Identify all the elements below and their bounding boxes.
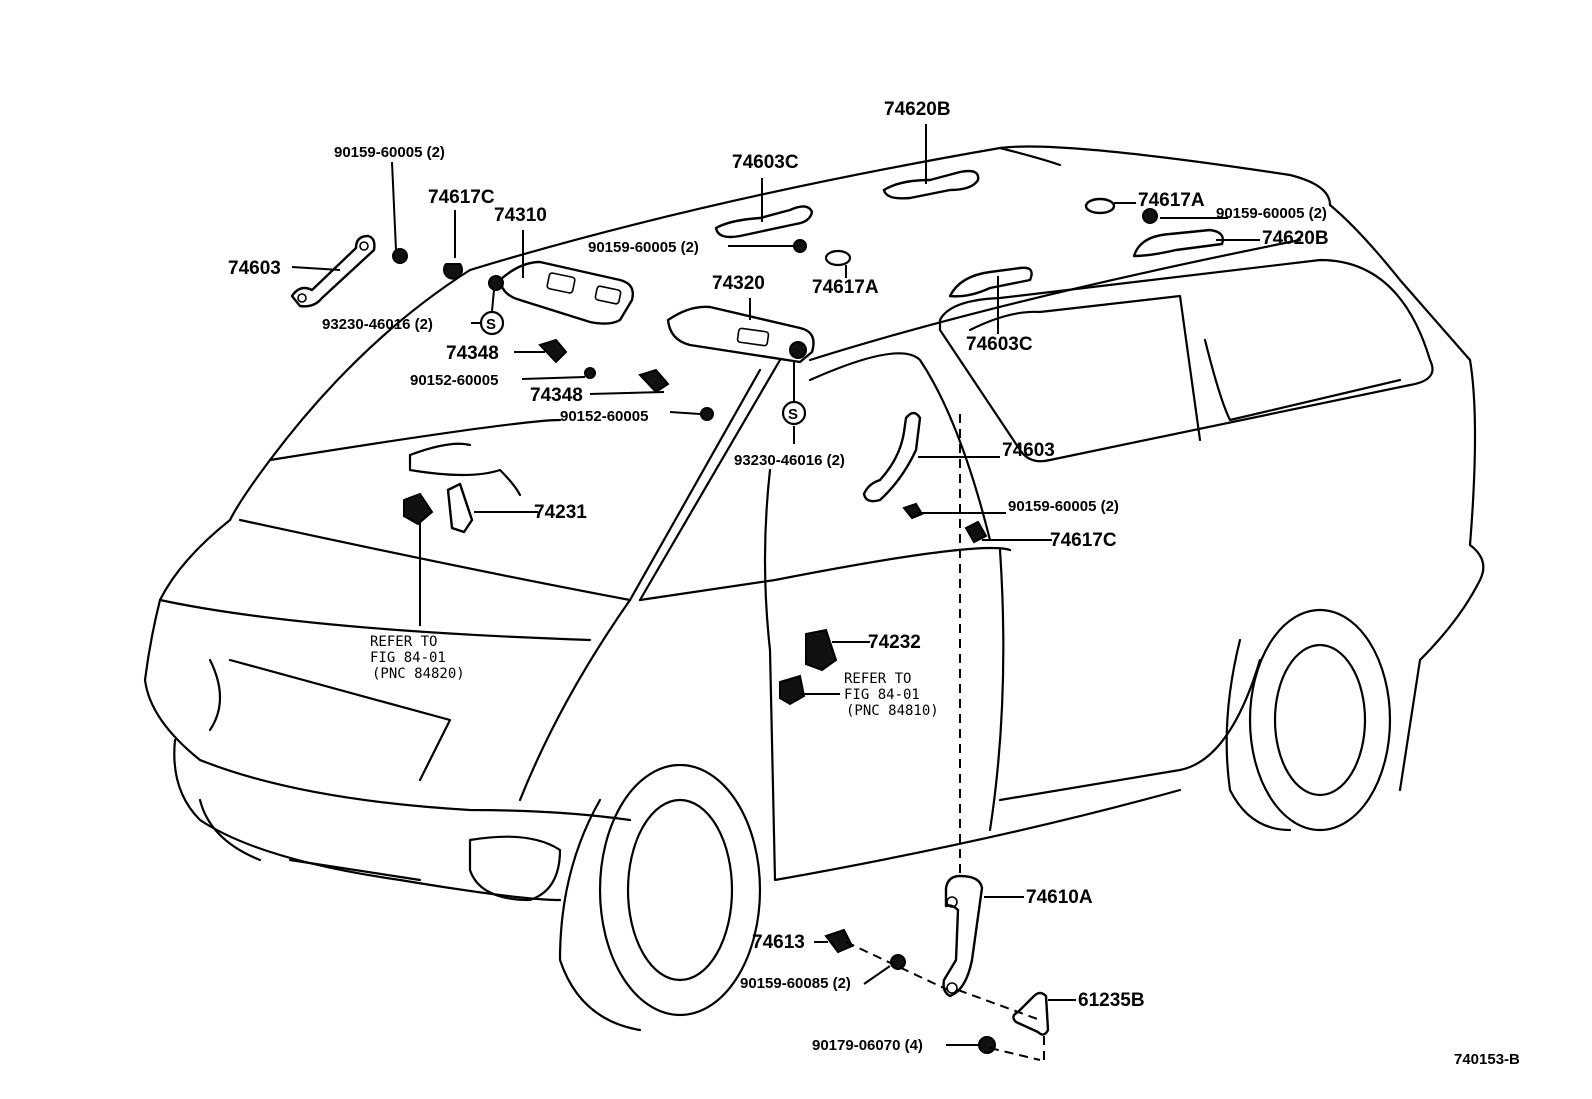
clip-74617a-right-icon — [1084, 197, 1116, 215]
label-90159-60085: 90159-60085 (2) — [740, 975, 851, 992]
label-90159-60005-right: 90159-60005 (2) — [1216, 205, 1327, 222]
label-90152-60005-a: 90152-60005 — [410, 372, 498, 389]
label-74617a-center: 74617A — [812, 277, 879, 298]
visor-holder-74348-a — [538, 338, 568, 364]
label-90179-06070: 90179-06070 (4) — [812, 1037, 923, 1054]
svg-text:FIG 84-01: FIG 84-01 — [370, 650, 446, 666]
screw-symbol-right: S — [781, 400, 807, 426]
svg-text:(PNC 84820): (PNC 84820) — [372, 666, 465, 682]
assist-grip-74603c-right — [948, 266, 1033, 298]
svg-text:FIG 84-01: FIG 84-01 — [844, 687, 920, 703]
label-74320: 74320 — [712, 273, 765, 294]
label-74348-a: 74348 — [446, 343, 499, 364]
lamp-74232-icon — [805, 628, 838, 672]
van-body-outline — [143, 145, 1485, 1032]
figure-code: 740153-B — [1454, 1051, 1520, 1068]
part-labels: 90159-60005 (2) 74617C 74310 74603 93230… — [228, 99, 1520, 1068]
lamp-84820-icon — [403, 492, 434, 526]
svg-text:(PNC 84810): (PNC 84810) — [846, 703, 939, 719]
label-93230-46016-right: 93230-46016 (2) — [734, 452, 845, 469]
label-74603-front: 74603 — [228, 258, 281, 279]
bolt-90159-60085-icon — [890, 954, 906, 970]
sun-visor-74310 — [488, 260, 634, 325]
assist-grip-74603-front — [290, 234, 376, 308]
bolt-icon — [1142, 208, 1158, 224]
label-74617c-left: 74617C — [428, 187, 495, 208]
svg-text:REFER TO: REFER TO — [370, 634, 437, 650]
screw-icon — [584, 367, 596, 379]
label-93230-46016-left: 93230-46016 (2) — [322, 316, 433, 333]
label-90152-60005-b: 90152-60005 — [560, 408, 648, 425]
leader-lines — [291, 124, 1260, 1062]
label-74617c-side: 74617C — [1050, 530, 1117, 551]
cover-74613-icon — [824, 928, 854, 954]
assist-grip-74610a — [942, 874, 984, 998]
bolt-icon — [793, 239, 807, 253]
label-74617a-right: 74617A — [1138, 190, 1205, 211]
label-61235b: 61235B — [1078, 990, 1145, 1011]
label-90159-60005-roof: 90159-60005 (2) — [588, 239, 699, 256]
assist-grip-74620b-top — [882, 169, 980, 200]
assist-grip-74603-side — [862, 411, 922, 503]
bolt-icon — [902, 502, 924, 520]
svg-text:REFER TO: REFER TO — [844, 671, 911, 687]
label-74620b-top: 74620B — [884, 99, 951, 120]
assist-grip-74620b-right — [1132, 228, 1224, 258]
clip-74617c-icon — [443, 263, 463, 280]
label-74231: 74231 — [534, 502, 587, 523]
label-74613: 74613 — [752, 932, 805, 953]
reference-note-84820: REFER TO FIG 84-01 (PNC 84820) — [370, 634, 465, 682]
screw-symbol-left: S — [479, 310, 505, 336]
label-74603-side: 74603 — [1002, 440, 1055, 461]
bolt-icon — [392, 248, 408, 264]
label-74603c-right: 74603C — [966, 334, 1033, 355]
lamp-74231-icon — [446, 482, 474, 534]
svg-text:S: S — [486, 316, 496, 333]
bracket-61235b-icon — [1012, 991, 1050, 1036]
nut-90179-icon — [978, 1036, 996, 1054]
label-74310: 74310 — [494, 205, 547, 226]
clip-74617c-side-icon — [964, 520, 988, 544]
lamp-84810-icon — [779, 674, 806, 706]
assist-grip-74603c-top — [714, 205, 814, 239]
label-90159-60005-side: 90159-60005 (2) — [1008, 498, 1119, 515]
label-74348-b: 74348 — [530, 385, 583, 406]
reference-note-84810: REFER TO FIG 84-01 (PNC 84810) — [844, 671, 939, 719]
label-74603c-top: 74603C — [732, 152, 799, 173]
clip-74617a-icon — [824, 249, 852, 267]
label-74620b-right: 74620B — [1262, 228, 1329, 249]
visor-holder-74348-b — [638, 368, 670, 394]
screw-icon — [700, 407, 714, 421]
label-90159-60005-front: 90159-60005 (2) — [334, 144, 445, 161]
label-74610a: 74610A — [1026, 887, 1093, 908]
sun-visor-74320 — [666, 305, 815, 364]
label-74232: 74232 — [868, 632, 921, 653]
svg-text:S: S — [788, 406, 798, 423]
